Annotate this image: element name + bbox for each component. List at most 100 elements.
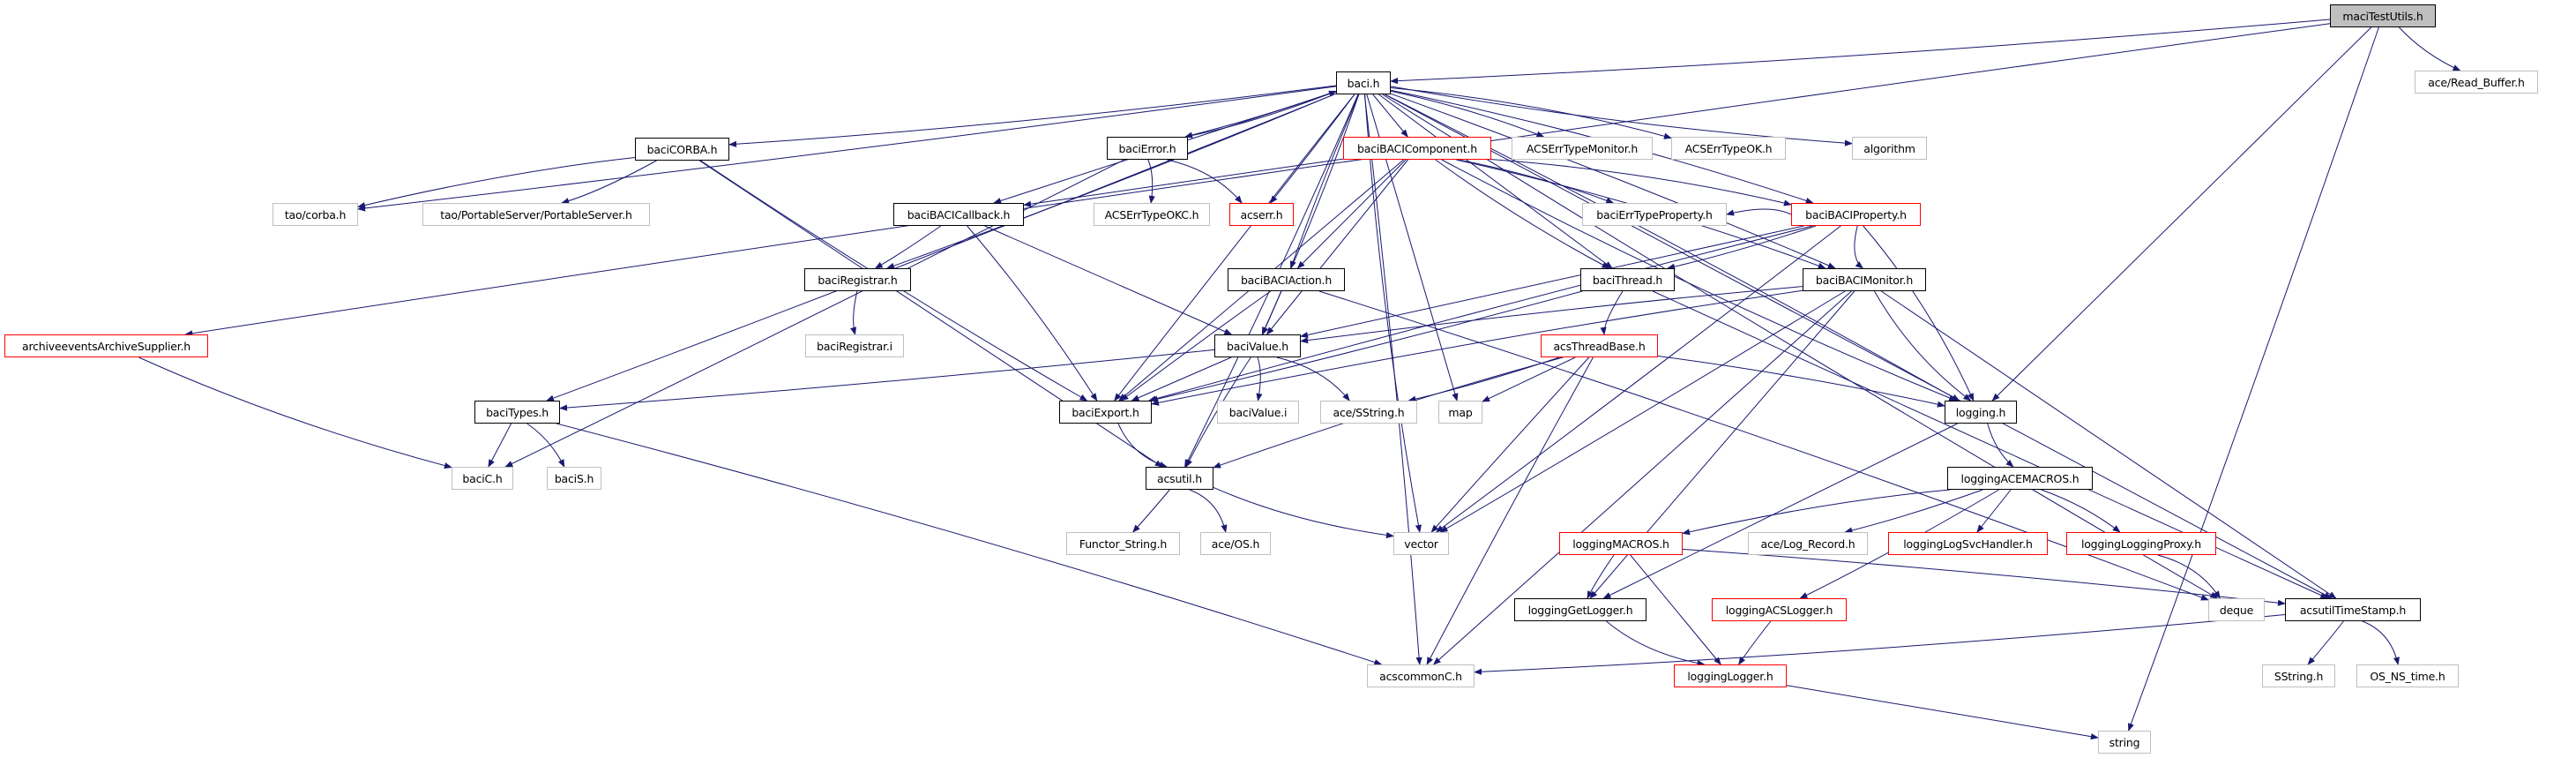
edge-maciTestUtils-to-baci [1390,19,2331,85]
node-label: baciBACIComponent.h [1357,141,1477,155]
node-loggingMACROS[interactable]: loggingMACROS.h [1559,532,1683,555]
node-acsThreadBase[interactable]: acsThreadBase.h [1541,334,1658,357]
edge-baci-to-map [1366,94,1459,402]
node-label: OS_NS_time.h [2370,669,2445,683]
edge-baciBACICallback-to-baciValue [984,225,1233,335]
node-baciBACIComponent[interactable]: baciBACIComponent.h [1343,137,1491,160]
edge-acsutilTimeStamp-to-acscommonC [1474,613,2286,675]
edge-baciBACIProperty-to-baciThread [1667,225,1817,270]
node-loggingLogger[interactable]: loggingLogger.h [1674,664,1787,687]
node-baciValueI: baciValue.i [1217,401,1299,424]
node-acsutil[interactable]: acsutil.h [1146,467,1213,490]
edge-baciThread-to-acsThreadBase [1600,290,1624,335]
edge-baci-to-deque [1382,94,2219,599]
node-baciThread[interactable]: baciThread.h [1580,268,1675,291]
edge-acsThreadBase-to-map [1482,356,1576,402]
edge-loggingMACROS-to-loggingGetLogger [1587,554,1615,599]
node-label: acserr.h [1240,207,1283,221]
node-algorithm: algorithm [1852,137,1927,160]
edge-acsThreadBase-to-acscommonC [1426,356,1594,665]
edge-baci-to-baciBACIAction [1289,94,1360,269]
node-aceLogRecord: ace/Log_Record.h [1748,532,1868,555]
edge-loggingACSLogger-to-loggingLogger [1738,620,1772,665]
node-baciBACIAction[interactable]: baciBACIAction.h [1228,268,1345,291]
node-loggingGetLogger[interactable]: loggingGetLogger.h [1514,598,1646,621]
node-baciTypes[interactable]: baciTypes.h [474,401,560,424]
edge-loggingACEMACROS-to-loggingMACROS [1682,489,1951,536]
node-acserr[interactable]: acserr.h [1229,203,1294,226]
node-label: baciErrTypeProperty.h [1596,207,1713,221]
node-label: tao/corba.h [284,207,347,221]
edge-baci-to-baciThread [1378,94,1613,269]
edge-baci-to-acscommonC [1363,94,1422,665]
node-map: map [1438,401,1482,424]
node-label: baciBACIAction.h [1240,273,1333,287]
edge-baci-to-taoCorba [357,86,1337,212]
edge-baciBACIMonitor-to-logging [1874,290,1972,402]
node-label: loggingLogger.h [1687,669,1773,683]
edge-baci-to-baciTypes [546,93,1337,402]
edge-acsutilTimeStamp-to-OSNStime [2362,620,2400,665]
edge-baci-to-baciRegistrar [886,93,1337,269]
edge-baciCORBA-to-taoPortableServer [561,160,657,205]
edge-baciBACIProperty-to-baciExport [1148,225,1813,402]
node-baci[interactable]: baci.h [1336,71,1391,94]
node-baciBACIProperty[interactable]: baciBACIProperty.h [1791,203,1921,226]
node-aceReadBuffer: ace/Read_Buffer.h [2415,71,2538,94]
node-label: baciExport.h [1071,405,1139,419]
node-label: string [2109,735,2140,749]
node-maciTestUtils: maciTestUtils.h [2330,4,2436,27]
edge-acsutilTimeStamp-to-SString [2307,620,2344,665]
edge-baciThread-to-acsutilTimeStamp [1652,290,2329,599]
edge-baciBACIProperty-to-baciValue [1300,225,1804,339]
node-baciCORBA[interactable]: baciCORBA.h [635,138,729,161]
node-taoPortableServer: tao/PortableServer/PortableServer.h [422,203,650,226]
edge-acsThreadBase-to-vector [1430,356,1590,533]
node-baciBACIMonitor[interactable]: baciBACIMonitor.h [1803,268,1926,291]
node-logging[interactable]: logging.h [1945,401,2017,424]
edge-baci-to-acsutilTimeStamp [1385,94,2333,599]
node-baciError[interactable]: baciError.h [1107,137,1188,160]
node-baciRegistrar[interactable]: baciRegistrar.h [804,268,911,291]
node-label: maciTestUtils.h [2342,9,2423,23]
edge-baciValue-to-aceSString [1276,356,1350,402]
edge-baci-to-baciExport [1114,94,1355,402]
node-baciS: baciS.h [547,467,601,490]
node-acsutilTimeStamp[interactable]: acsutilTimeStamp.h [2285,598,2421,621]
node-ACSErrTypeMonitor: ACSErrTypeMonitor.h [1512,137,1653,160]
node-label: loggingGetLogger.h [1527,603,1633,617]
node-vector: vector [1393,532,1449,555]
node-baciRegistrarI: baciRegistrar.i [805,334,904,357]
edge-baci-to-baciBACIMonitor [1390,93,1836,269]
node-baciValue[interactable]: baciValue.h [1214,334,1301,357]
edge-baciValue-to-baciTypes [559,349,1215,411]
node-archiveSupplier[interactable]: archiveeventsArchiveSupplier.h [4,334,208,357]
edge-baciBACIComponent-to-baciValue [1266,159,1408,335]
node-baciBACICallback[interactable]: baciBACICallback.h [893,203,1024,226]
node-SString: SString.h [2262,664,2335,687]
node-label: loggingACSLogger.h [1725,603,1833,617]
edge-baciBACIMonitor-to-vector [1439,290,1846,533]
node-loggingLogSvcHandler[interactable]: loggingLogSvcHandler.h [1888,532,2048,555]
node-label: baciValue.i [1228,405,1288,419]
node-label: logging.h [1955,405,2006,419]
node-label: ACSErrTypeOK.h [1684,141,1773,155]
node-baciExport[interactable]: baciExport.h [1059,401,1152,424]
node-loggingLoggingProxy[interactable]: loggingLoggingProxy.h [2066,532,2216,555]
node-label: baciValue.h [1227,339,1288,353]
edge-baciError-to-acserr [1167,159,1243,204]
node-loggingACEMACROS[interactable]: loggingACEMACROS.h [1947,467,2093,490]
edge-baciBACIMonitor-to-loggingGetLogger [1589,290,1855,599]
node-label: acsThreadBase.h [1553,339,1646,353]
node-loggingACSLogger[interactable]: loggingACSLogger.h [1712,598,1847,621]
edge-baciValue-to-baciValueI [1256,356,1263,402]
node-label: baciError.h [1118,141,1176,155]
node-aceOS: ace/OS.h [1200,532,1271,555]
edge-maciTestUtils-to-logging [1991,26,2372,402]
edge-archiveSupplier-to-baciC [138,356,452,469]
node-label: baciS.h [554,471,594,485]
edge-baciBACIMonitor-to-acscommonC [1432,290,1852,665]
edge-baciBACIProperty-to-logging [1863,225,1975,402]
node-label: baciRegistrar.h [818,273,898,287]
